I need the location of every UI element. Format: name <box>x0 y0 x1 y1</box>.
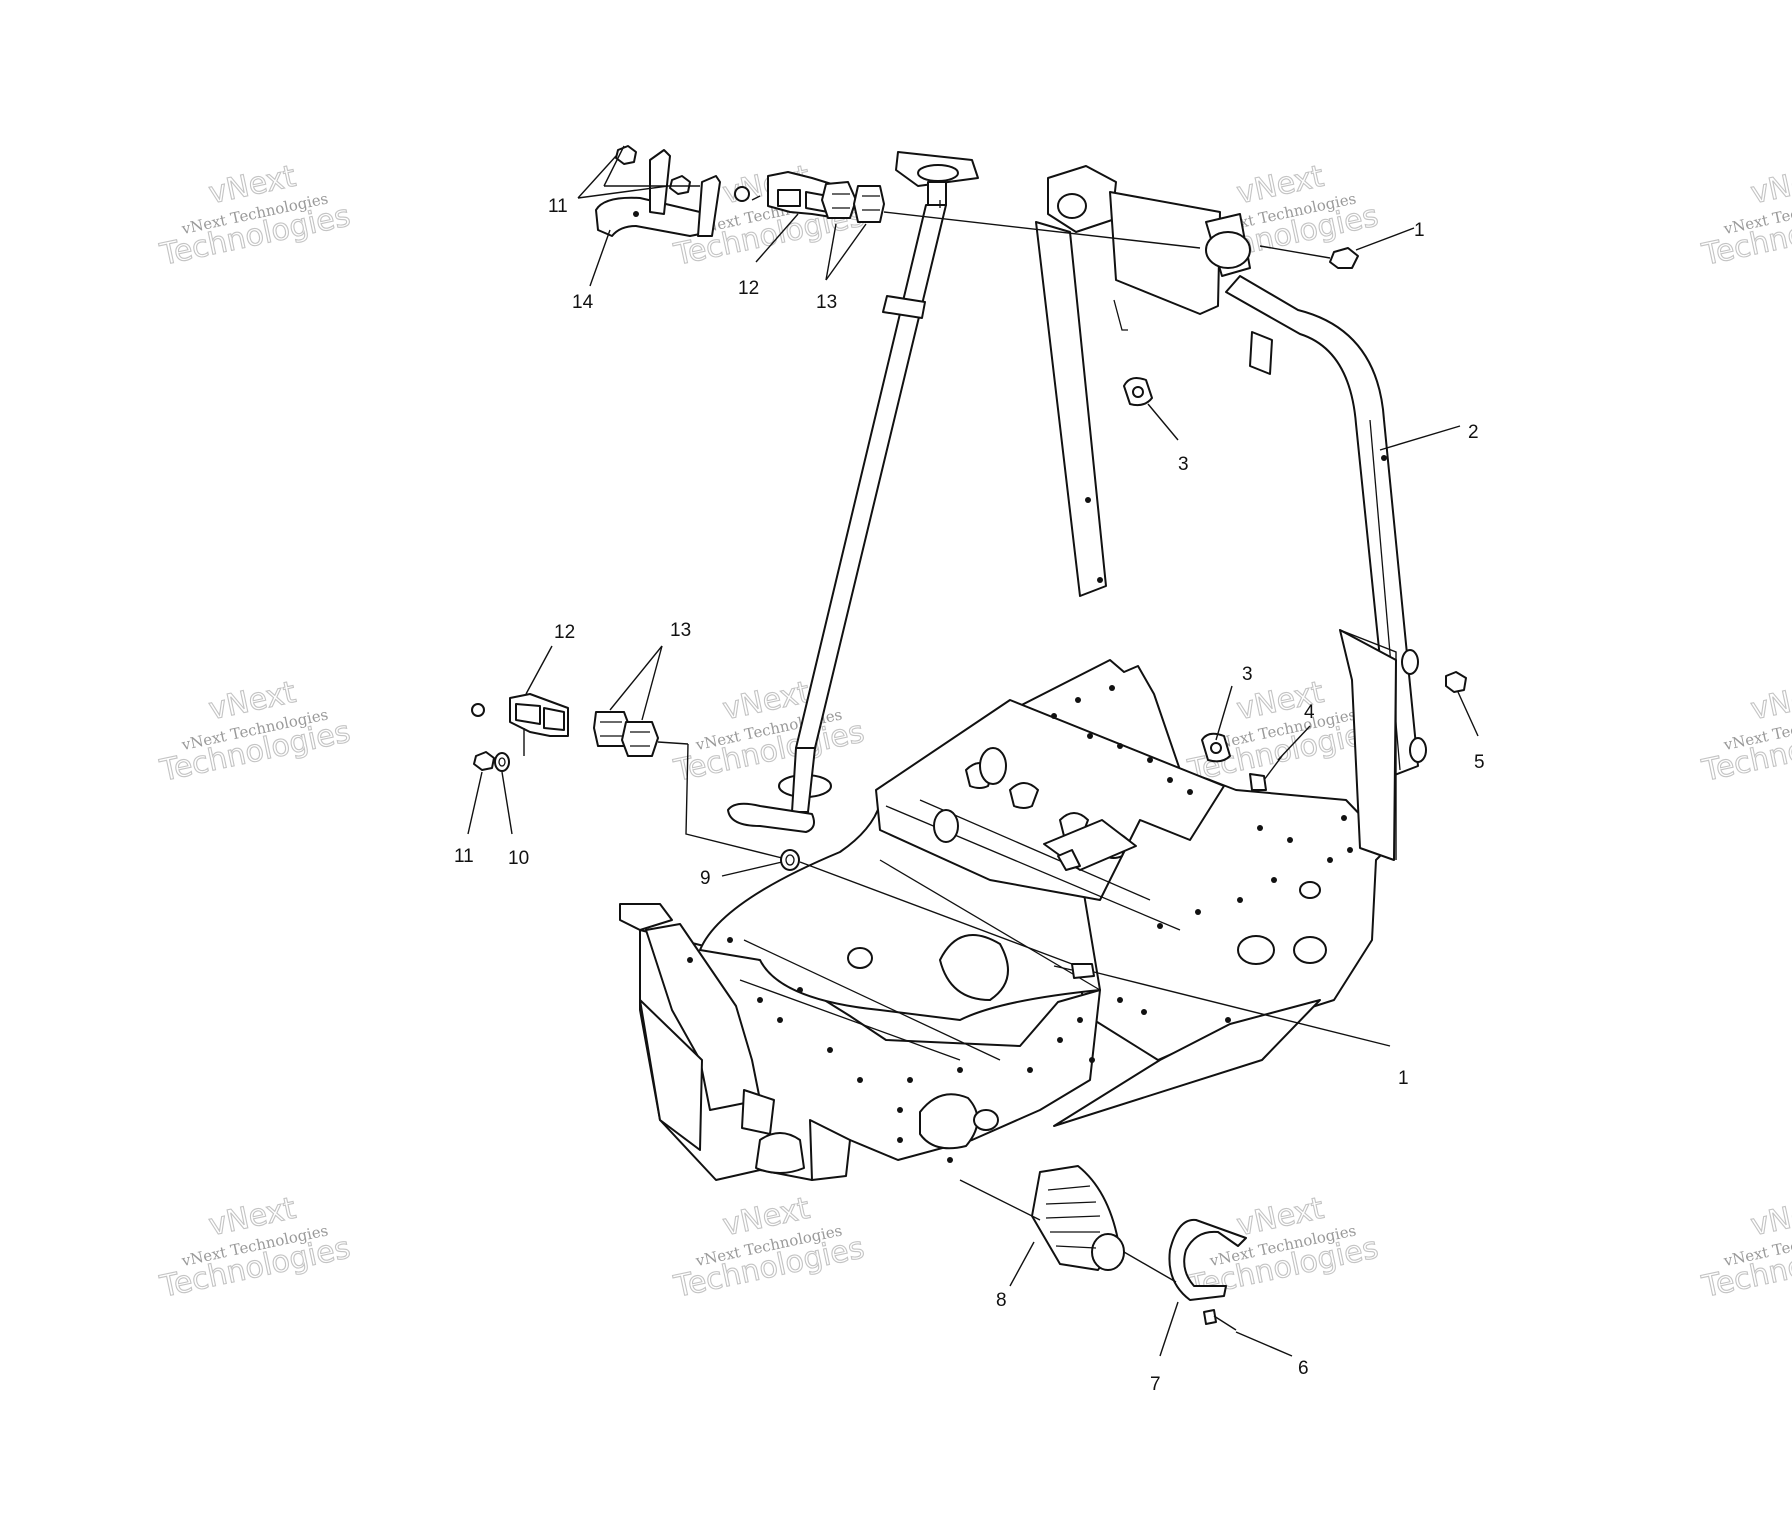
callout-11-upper: 11 <box>548 196 568 217</box>
callout-1-lower: 1 <box>1398 1068 1409 1089</box>
callout-3-lower: 3 <box>1242 664 1253 685</box>
callout-5: 5 <box>1474 752 1485 773</box>
watermark-brand: vNext <box>1748 159 1792 212</box>
callout-13-upper: 13 <box>816 292 837 313</box>
part-11-nut-lower <box>473 751 495 771</box>
part-1-bolt-upper <box>1259 245 1359 269</box>
callout-6: 6 <box>1298 1358 1309 1379</box>
callout-4: 4 <box>1304 702 1315 723</box>
part-13-bushings-upper <box>821 181 885 223</box>
callout-7: 7 <box>1150 1374 1161 1395</box>
part-4-stud <box>1249 755 1283 791</box>
part-3-clip-lower <box>1201 732 1231 763</box>
callout-11-lower: 11 <box>454 846 474 867</box>
callout-leaders <box>467 155 1479 1357</box>
steering-post <box>727 151 979 833</box>
part-12-clamp-upper <box>734 171 839 219</box>
callout-1-upper: 1 <box>1414 220 1425 241</box>
part-8-boot <box>1031 1165 1125 1271</box>
part-10-washer <box>494 752 510 772</box>
front-chassis <box>619 659 1391 1181</box>
part-13-bushings-lower <box>593 711 659 757</box>
callout-10: 10 <box>508 848 529 869</box>
callout-12-upper: 12 <box>738 278 759 299</box>
part-5-nut <box>1445 671 1467 693</box>
assembly-lines <box>523 145 1397 1283</box>
callout-8: 8 <box>996 1290 1007 1311</box>
callout-13-lower: 13 <box>670 620 691 641</box>
part-1-bolt-lower <box>1053 963 1095 979</box>
mount-plate <box>1339 629 1397 861</box>
part-14-bracket <box>595 149 721 237</box>
part-9-washer <box>780 849 800 871</box>
callout-3-upper: 3 <box>1178 454 1189 475</box>
callout-9: 9 <box>700 868 711 889</box>
part-7-ring <box>1168 1218 1247 1301</box>
callout-2: 2 <box>1468 422 1479 443</box>
watermark-brand: vNext <box>1748 675 1792 728</box>
steering-hoop <box>1035 165 1427 777</box>
callout-12-lower: 12 <box>554 622 575 643</box>
watermark-brand: vNext <box>1748 1191 1792 1244</box>
part-12-clamp-lower <box>471 693 569 737</box>
callout-14: 14 <box>572 292 594 313</box>
chassis-holes <box>687 685 1353 1163</box>
callout-labels: 1 1 2 3 3 4 5 6 7 8 9 10 11 11 12 12 13 … <box>454 196 1485 1395</box>
part-3-clip-upper <box>1123 377 1153 407</box>
part-6-screw <box>1203 1309 1237 1331</box>
